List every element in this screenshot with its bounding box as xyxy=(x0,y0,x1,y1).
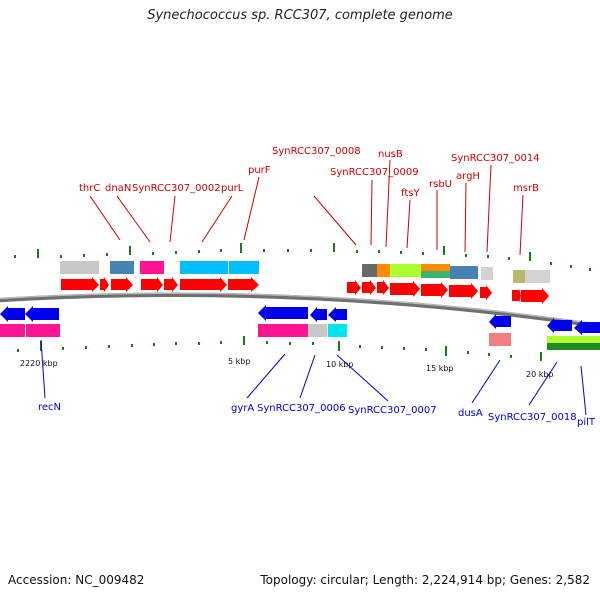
gene-arrow-reverse xyxy=(489,314,511,329)
top-leader-lines xyxy=(89,159,524,256)
gene-label: SynRCC307_0018 xyxy=(488,412,577,423)
gene-label: dusA xyxy=(458,408,483,419)
gene-arrow-forward xyxy=(480,285,492,300)
cog-box xyxy=(0,324,25,337)
gene-label: purL xyxy=(221,183,244,194)
bottom-gene-labels: recN gyrA SynRCC307_0006 SynRCC307_0007 … xyxy=(38,402,596,428)
gene-arrow-forward xyxy=(180,277,227,292)
gene-arrow-forward xyxy=(512,288,521,303)
bottom-tick-marks xyxy=(17,336,542,361)
tick-label: 10 kbp xyxy=(326,360,354,369)
gene-label: msrB xyxy=(513,183,539,194)
bottom-leader-lines xyxy=(40,339,587,416)
gene-arrow-forward xyxy=(141,277,163,292)
gene-label: ftsY xyxy=(401,188,420,199)
gene-arrow-reverse xyxy=(547,318,572,333)
gene-arrow-reverse xyxy=(310,307,327,322)
cog-box xyxy=(489,333,511,346)
top-tick-marks xyxy=(14,243,591,271)
genome-backbone xyxy=(0,292,600,329)
cog-box xyxy=(547,343,600,350)
gene-label: SynRCC307_0006 xyxy=(257,403,346,414)
cog-box xyxy=(140,261,164,274)
cog-box xyxy=(525,270,550,283)
cog-box xyxy=(421,264,450,271)
cog-box xyxy=(572,336,600,343)
gene-label: SynRCC307_0008 xyxy=(272,146,361,157)
gene-arrow-forward xyxy=(521,288,549,304)
gene-arrow-forward xyxy=(164,277,178,292)
gene-arrow-reverse xyxy=(258,305,308,321)
tick-label: 2220 kbp xyxy=(20,359,58,368)
gene-label: SynRCC307_0002 xyxy=(132,183,221,194)
reverse-genes xyxy=(0,305,600,335)
gene-label: thrC xyxy=(79,183,100,194)
cog-box xyxy=(110,261,134,274)
gene-arrow-forward xyxy=(61,277,99,292)
tick-label: 15 kbp xyxy=(426,364,454,373)
cog-box xyxy=(421,271,450,278)
cog-box xyxy=(328,324,347,337)
gene-label: rsbU xyxy=(429,179,452,190)
tick-label: 5 kbp xyxy=(228,357,250,366)
gene-arrow-forward xyxy=(362,280,376,295)
cog-box xyxy=(26,324,60,337)
gene-label: argH xyxy=(456,171,480,182)
cog-box xyxy=(308,324,327,337)
cog-box xyxy=(60,261,99,274)
cog-box xyxy=(258,324,308,337)
top-gene-labels: thrC dnaN SynRCC307_0002 purL purF SynRC… xyxy=(79,146,540,199)
gene-label: purF xyxy=(248,165,271,176)
cog-box xyxy=(377,264,390,277)
genome-backbone-highlight xyxy=(0,292,600,326)
gene-arrow-reverse xyxy=(25,306,59,322)
bottom-cog-boxes xyxy=(0,324,600,350)
gene-label: dnaN xyxy=(105,183,131,194)
gene-arrow-forward xyxy=(449,283,478,299)
cog-box xyxy=(362,264,377,277)
gene-arrow-forward xyxy=(390,281,420,297)
cog-box xyxy=(180,261,228,274)
gene-arrow-reverse xyxy=(0,306,25,322)
gene-label: SynRCC307_0014 xyxy=(451,153,540,164)
gene-label: recN xyxy=(38,402,61,413)
gene-label: SynRCC307_0007 xyxy=(348,405,437,416)
gene-label: gyrA xyxy=(231,403,254,414)
gene-arrow-reverse xyxy=(328,307,347,322)
accession-text: Accession: NC_009482 xyxy=(8,573,145,587)
gene-label: pilT xyxy=(577,417,596,428)
gene-arrow-forward xyxy=(111,277,133,292)
cog-box xyxy=(547,336,572,343)
topology-text: Topology: circular; Length: 2,224,914 bp… xyxy=(260,573,590,587)
forward-genes xyxy=(61,277,549,304)
tick-label: 20 kbp xyxy=(526,370,554,379)
map-title: Synechococcus sp. RCC307, complete genom… xyxy=(147,8,453,23)
gene-arrow-forward xyxy=(228,277,259,292)
gene-arrow-forward xyxy=(347,280,361,295)
top-cog-boxes xyxy=(60,261,550,283)
gene-label: nusB xyxy=(378,149,403,160)
tick-labels: 2220 kbp 5 kbp 10 kbp 15 kbp 20 kbp xyxy=(20,357,554,379)
gene-arrow-forward xyxy=(100,277,109,292)
gene-arrow-reverse xyxy=(574,320,600,335)
gene-label: SynRCC307_0009 xyxy=(330,167,419,178)
gene-arrow-forward xyxy=(421,282,448,298)
cog-box xyxy=(229,261,259,274)
cog-box xyxy=(513,270,525,283)
gene-arrow-forward xyxy=(377,280,389,295)
cog-box xyxy=(481,267,493,280)
cog-box xyxy=(450,266,478,279)
cog-box xyxy=(390,264,421,277)
